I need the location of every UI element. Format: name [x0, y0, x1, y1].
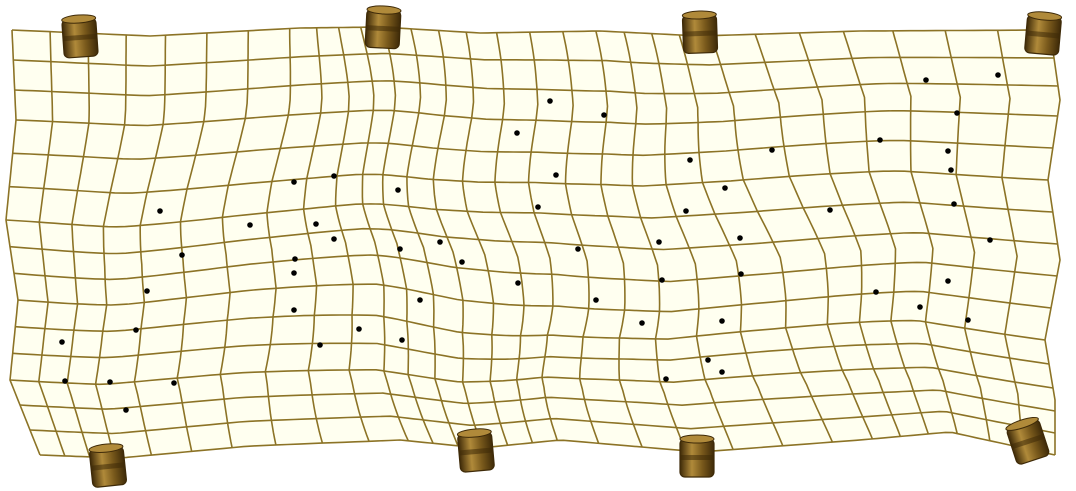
- data-point: [593, 297, 599, 303]
- data-point: [291, 179, 297, 185]
- data-point: [395, 187, 401, 193]
- data-point: [515, 280, 521, 286]
- data-point: [995, 72, 1001, 78]
- anchor-weight: [365, 5, 401, 49]
- data-point: [331, 236, 337, 242]
- data-point: [292, 256, 298, 262]
- data-point: [601, 112, 607, 118]
- data-point: [827, 207, 833, 213]
- data-point: [663, 376, 669, 382]
- data-point: [356, 326, 362, 332]
- data-point: [738, 271, 744, 277]
- data-point: [769, 147, 775, 153]
- data-point: [179, 252, 185, 258]
- data-point: [535, 204, 541, 210]
- data-point: [722, 185, 728, 191]
- data-point: [514, 130, 520, 136]
- data-point: [397, 246, 403, 252]
- data-point: [873, 289, 879, 295]
- anchor-weight: [682, 10, 717, 53]
- data-point: [62, 378, 68, 384]
- data-point: [639, 320, 645, 326]
- data-point: [945, 148, 951, 154]
- data-point: [948, 167, 954, 173]
- data-point: [575, 246, 581, 252]
- data-point: [719, 369, 725, 375]
- data-point: [951, 201, 957, 207]
- data-point: [157, 208, 163, 214]
- data-point: [553, 172, 559, 178]
- data-point: [133, 327, 139, 333]
- data-point: [437, 239, 443, 245]
- data-point: [917, 304, 923, 310]
- anchor-weight: [89, 442, 127, 487]
- data-point: [331, 173, 337, 179]
- data-point: [683, 208, 689, 214]
- data-point: [291, 307, 297, 313]
- data-point: [107, 379, 113, 385]
- data-point: [459, 259, 465, 265]
- data-point: [954, 110, 960, 116]
- data-point: [965, 317, 971, 323]
- data-point: [877, 137, 883, 143]
- data-point: [719, 318, 725, 324]
- anchor-weight: [61, 14, 98, 58]
- anchor-weight: [1024, 11, 1062, 56]
- data-point: [317, 342, 323, 348]
- data-point: [144, 288, 150, 294]
- data-point: [399, 337, 405, 343]
- anchor-weight: [457, 428, 495, 473]
- data-point: [171, 380, 177, 386]
- data-point: [313, 221, 319, 227]
- anchor-weight: [680, 435, 714, 477]
- data-point: [987, 237, 993, 243]
- data-point: [547, 98, 553, 104]
- data-point: [247, 222, 253, 228]
- data-point: [687, 157, 693, 163]
- data-point: [923, 77, 929, 83]
- data-point: [417, 297, 423, 303]
- data-point: [945, 278, 951, 284]
- data-point: [123, 407, 129, 413]
- data-point: [659, 277, 665, 283]
- data-point: [656, 239, 662, 245]
- data-point: [59, 339, 65, 345]
- data-point: [291, 270, 297, 276]
- data-point: [705, 357, 711, 363]
- data-point: [737, 235, 743, 241]
